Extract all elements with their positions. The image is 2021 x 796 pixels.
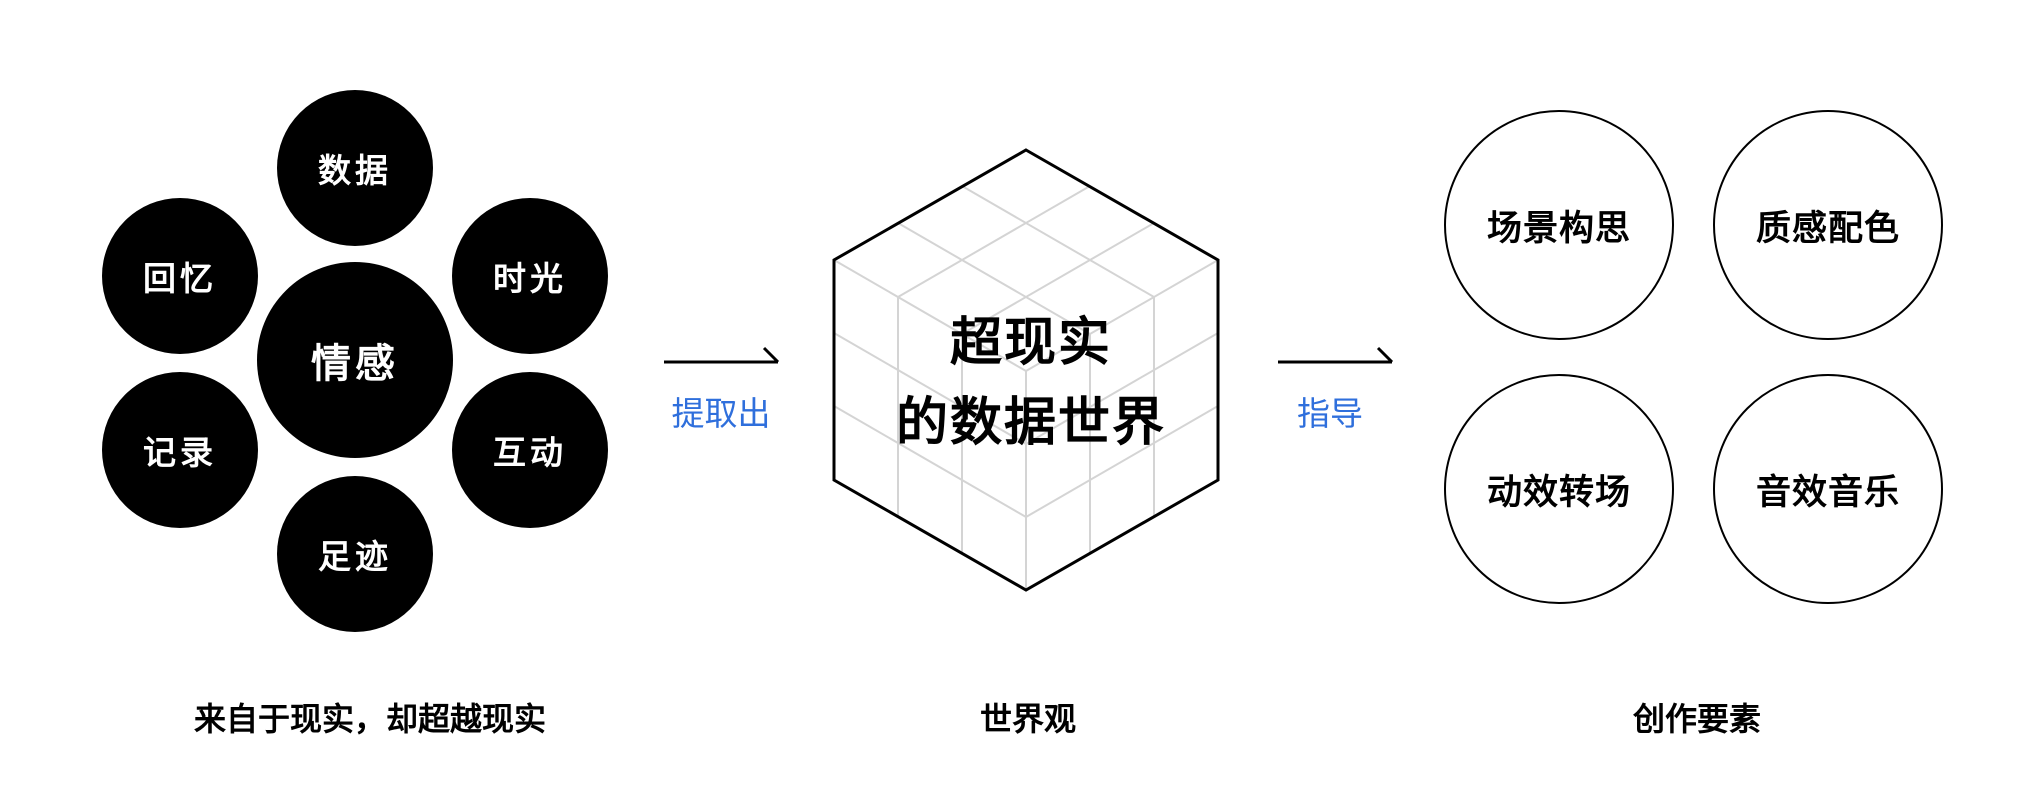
arrow-extract xyxy=(664,346,780,364)
caption-reality: 来自于现实，却超越现实 xyxy=(193,700,547,738)
bubble-memory: 回忆 xyxy=(102,198,258,354)
bubble-interaction: 互动 xyxy=(452,372,608,528)
element-scene-concept: 场景构思 xyxy=(1444,110,1674,340)
bubble-time: 时光 xyxy=(452,198,608,354)
element-texture-color: 质感配色 xyxy=(1713,110,1943,340)
bubble-footprint: 足迹 xyxy=(277,476,433,632)
bubble-emotion: 情感 xyxy=(257,262,453,458)
caption-worldview: 世界观 xyxy=(979,700,1077,738)
arrow-label-extract: 提取出 xyxy=(671,394,771,433)
cube-title-line1: 超现实 xyxy=(949,313,1113,373)
cube-title-line2: 的数据世界 xyxy=(895,393,1167,453)
arrow-guide xyxy=(1278,346,1394,364)
bubble-record: 记录 xyxy=(102,372,258,528)
element-motion-transition: 动效转场 xyxy=(1444,374,1674,604)
caption-creative-elements: 创作要素 xyxy=(1632,700,1762,738)
cube-icon xyxy=(832,148,1220,592)
arrow-label-guide: 指导 xyxy=(1297,394,1363,433)
element-sound-music: 音效音乐 xyxy=(1713,374,1943,604)
bubble-data: 数据 xyxy=(277,90,433,246)
